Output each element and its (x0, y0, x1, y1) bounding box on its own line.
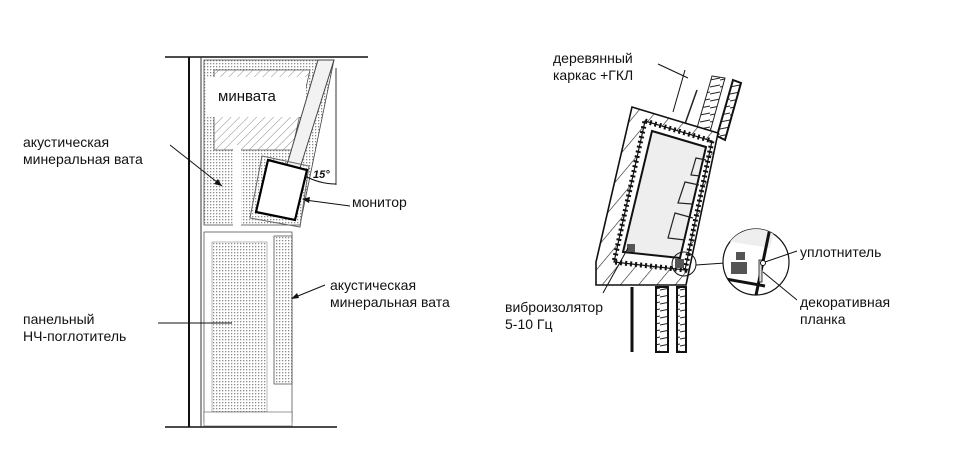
label-line: минеральная вата (330, 294, 450, 310)
label-wood-frame: деревянный каркас +ГКЛ (553, 50, 633, 84)
left-section-drawing: 15° (158, 56, 368, 428)
label-line: 5-10 Гц (505, 316, 553, 332)
label-vibro-isolator: виброизолятор 5-10 Гц (505, 299, 603, 333)
label-line: планка (800, 311, 846, 327)
label-seal: уплотнитель (800, 244, 882, 260)
label-line: минеральная вата (23, 151, 143, 167)
label-line: панельный (23, 311, 95, 327)
label-line: каркас +ГКЛ (553, 67, 634, 83)
label-minvata: минвата (218, 88, 276, 105)
label-panel-absorber: панельный НЧ-поглотитель (23, 311, 126, 345)
angle-label: 15° (313, 169, 330, 181)
label-line: виброизолятор (505, 299, 603, 315)
label-acoustic-wool-top: акустическая минеральная вата (23, 134, 143, 168)
label-acoustic-wool-right: акустическая минеральная вата (330, 277, 450, 311)
label-line: НЧ-поглотитель (23, 328, 127, 344)
label-monitor: монитор (352, 194, 407, 210)
right-section-drawing (595, 63, 798, 353)
label-line: декоративная (800, 294, 891, 310)
label-line: деревянный (553, 50, 633, 66)
label-line: акустическая (330, 277, 417, 293)
label-line: акустическая (23, 134, 110, 150)
label-decorative-strip: декоративная планка (800, 294, 890, 328)
